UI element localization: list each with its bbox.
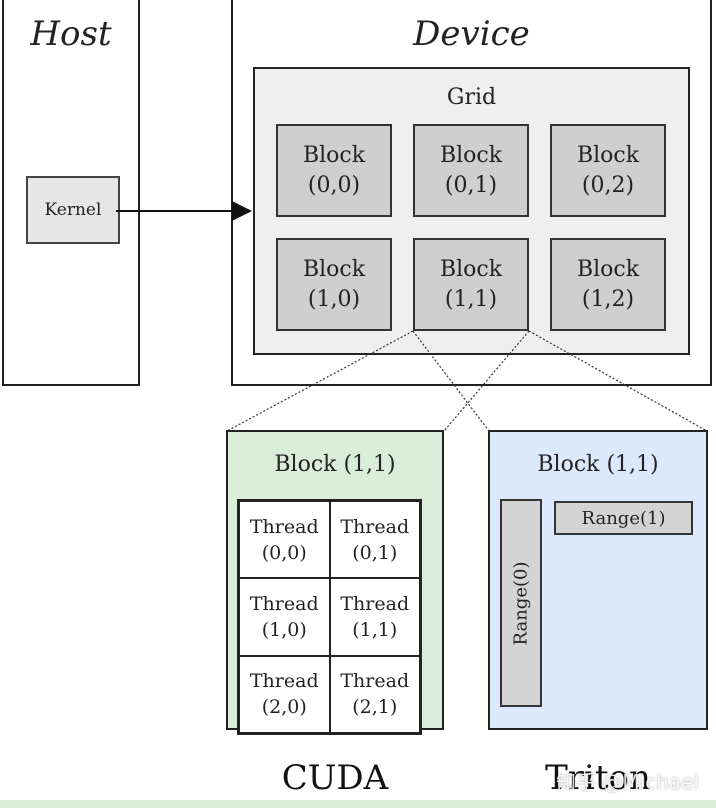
block-0-0: Block (0,0) [276,124,392,217]
thread-label: Thread [249,592,319,615]
block-1-1: Block (1,1) [413,238,529,331]
grid-label: Grid [446,85,497,110]
triton-block-title: Block (1,1) [537,452,659,477]
block-index: (0,1) [444,172,498,198]
thread-1-1: Thread (1,1) [329,578,420,656]
thread-index: (0,0) [261,541,307,564]
cuda-caption: CUDA [281,758,389,798]
block-index: (1,2) [581,286,635,312]
block-label: Block [576,142,640,168]
watermark: 知乎 @Michael [556,770,699,794]
cuda-block-title: Block (1,1) [274,452,396,477]
thread-label: Thread [340,515,410,538]
kernel-box: Kernel [26,176,120,244]
thread-label: Thread [249,515,319,538]
range1-box: Range(1) [554,501,693,535]
thread-label: Thread [249,670,319,693]
host-panel: Host Kernel [2,0,140,386]
block-label: Block [439,142,503,168]
thread-label: Thread [340,592,410,615]
block-0-2: Block (0,2) [550,124,666,217]
thread-index: (2,1) [352,696,398,719]
block-0-1: Block (0,1) [413,124,529,217]
block-1-0: Block (1,0) [276,238,392,331]
triton-caption: Triton [545,758,651,798]
thread-2-0: Thread (2,0) [239,655,330,733]
thread-0-0: Thread (0,0) [239,501,330,579]
thread-2-1: Thread (2,1) [329,655,420,733]
zoom-line-cuda-left [226,330,414,432]
block-label: Block [439,256,503,282]
thread-index: (1,0) [261,618,307,641]
thread-0-1: Thread (0,1) [329,501,420,579]
block-label: Block [302,256,366,282]
device-title: Device [413,14,530,54]
block-index: (1,1) [444,286,498,312]
zoom-line-triton-left [412,330,490,432]
thread-grid: Thread (0,0) Thread (0,1) Thread (1,0) T… [237,499,422,735]
block-label: Block [302,142,366,168]
block-1-2: Block (1,2) [550,238,666,331]
block-index: (0,2) [581,172,635,198]
thread-index: (1,1) [352,618,398,641]
block-index: (0,0) [307,172,361,198]
host-title: Host [30,14,112,54]
zoom-line-triton-right [528,330,708,432]
thread-label: Thread [340,670,410,693]
zoom-line-cuda-right [443,330,530,432]
block-label: Block [576,256,640,282]
bottom-strip [0,800,716,808]
block-index: (1,0) [307,286,361,312]
thread-index: (0,1) [352,541,398,564]
range0-box: Range(0) [500,499,542,707]
thread-1-0: Thread (1,0) [239,578,330,656]
thread-index: (2,0) [261,696,307,719]
